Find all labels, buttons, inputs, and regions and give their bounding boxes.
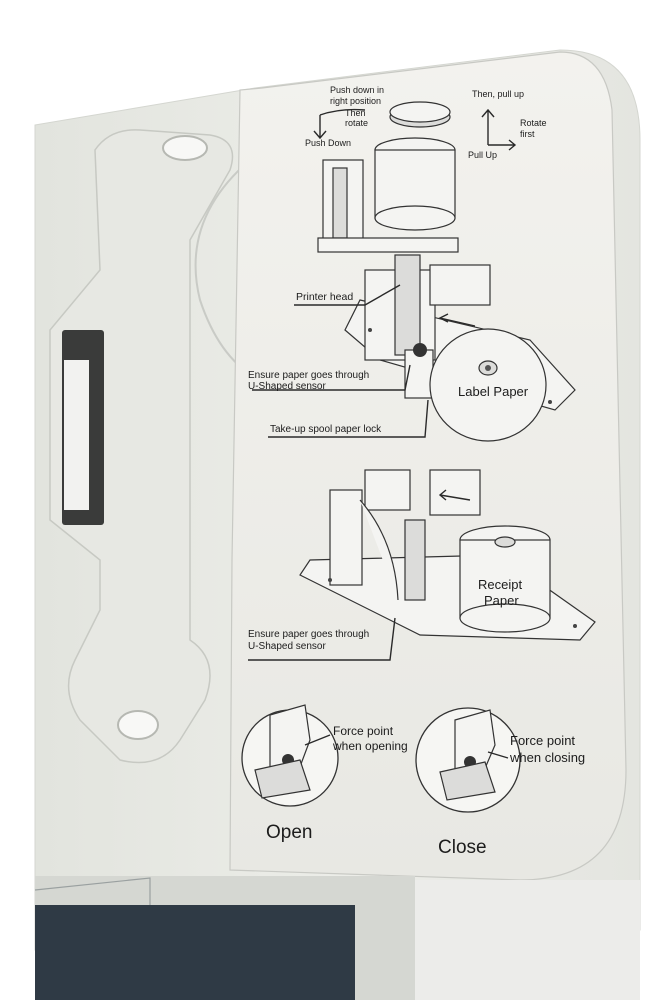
label-receipt: Receipt: [478, 577, 522, 592]
spool-diagram: [317, 101, 459, 253]
label-push-down: Push Down: [305, 138, 351, 148]
lcd-screen: [35, 905, 355, 1000]
label-ensure-2a: Ensure paper goes through: [248, 629, 369, 640]
arrow-right-icon: [488, 139, 517, 151]
label-pull-up: Pull Up: [468, 150, 497, 160]
label-then: Then: [345, 108, 366, 118]
label-force-open-1: Force point: [333, 724, 394, 738]
label-paper: Paper: [484, 593, 519, 608]
label-then-pull-up: Then, pull up: [472, 89, 524, 99]
leader-sensor-1: [252, 364, 411, 391]
label-rotate-first-1: Rotate: [520, 118, 547, 128]
open-detail: [241, 704, 339, 807]
close-detail: [415, 707, 521, 813]
leader-printer-head: [294, 284, 401, 306]
label-force-open-2: when opening: [332, 739, 408, 753]
label-rotate: rotate: [345, 118, 368, 128]
arrow-up-icon: [481, 108, 495, 145]
lower-mount-hole: [117, 710, 159, 740]
label-rotate-first-2: first: [520, 129, 535, 139]
label-force-close-1: Force point: [510, 733, 575, 748]
label-label-paper: Label Paper: [458, 384, 529, 399]
label-force-close-2: when closing: [509, 750, 585, 765]
label-push-down-right: Push down in: [330, 85, 384, 95]
label-push-down-right-2: right position: [330, 96, 381, 106]
leader-force-close: [487, 751, 509, 759]
label-mechanism: [344, 254, 576, 442]
label-take-up: Take-up spool paper lock: [270, 424, 382, 435]
receipt-mechanism: [299, 469, 596, 641]
instruction-panel: [229, 51, 627, 881]
label-ensure-2b: U-Shaped sensor: [248, 641, 326, 652]
label-printer-head: Printer head: [296, 291, 353, 303]
label-open: Open: [266, 822, 312, 843]
leader-force-open: [304, 734, 331, 746]
screen-bezel-edge: [34, 877, 151, 905]
lower-body-strip: [415, 880, 640, 1000]
handle-bracket: [49, 129, 234, 764]
handle-slot-inner: [64, 360, 89, 510]
label-ensure-1a: Ensure paper goes through: [248, 370, 369, 381]
leader-sensor-2: [248, 617, 396, 661]
leader-take-up: [268, 399, 429, 438]
upper-mount-hole: [162, 135, 208, 161]
label-ensure-1b: U-Shaped sensor: [248, 381, 326, 392]
label-close: Close: [438, 837, 487, 858]
arrow-down-curve-icon: [313, 108, 366, 140]
